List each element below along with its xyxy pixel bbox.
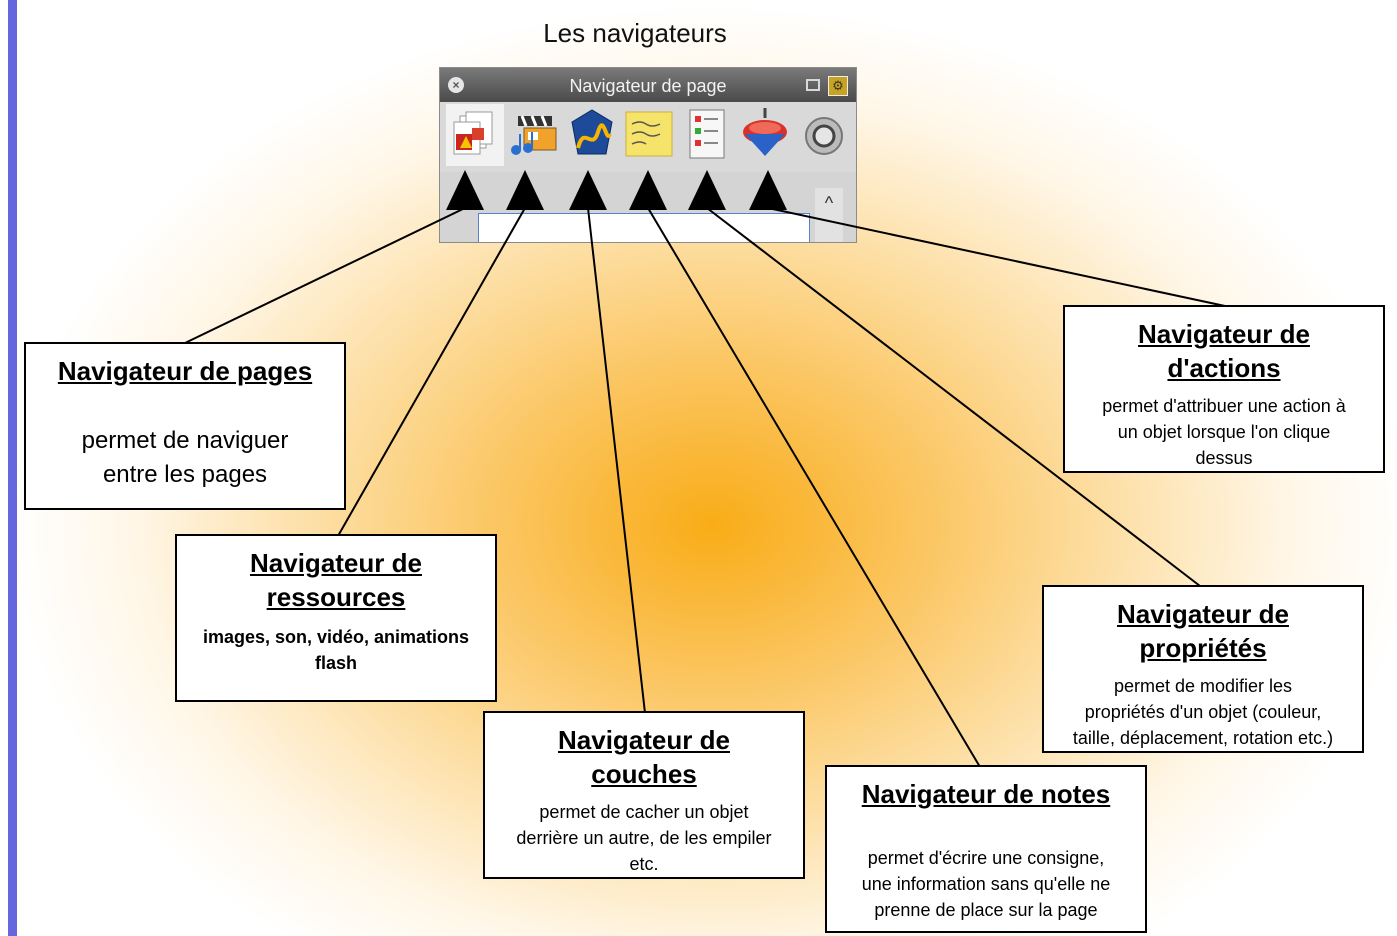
scroll-up-button[interactable]: ^ xyxy=(815,188,843,242)
arrow-actions xyxy=(749,170,787,210)
navigator-palette: × Navigateur de page ⚙ xyxy=(439,67,857,243)
box-layers-navigator: Navigateur de couches permet de cacher u… xyxy=(483,711,805,879)
box-description-line: entre les pages xyxy=(102,461,268,488)
box-properties-navigator: Navigateur de propriétés permet de modif… xyxy=(1042,585,1364,753)
palette-title: Navigateur de page xyxy=(569,76,727,96)
pin-icon[interactable]: ⚙ xyxy=(828,76,848,96)
pages-tab-icon[interactable] xyxy=(446,104,504,166)
box-resources-navigator: Navigateur de ressources images, son, vi… xyxy=(175,534,497,702)
left-accent-bar xyxy=(8,0,17,936)
box-description-line: permet d'attribuer une action à xyxy=(1102,396,1346,416)
box-description-line: prenne de place sur la page xyxy=(874,900,1098,920)
dock-icon[interactable] xyxy=(806,79,820,91)
arrow-properties xyxy=(688,170,726,210)
box-description-line: propriétés d'un objet (couleur, xyxy=(1084,702,1322,722)
box-description-line: permet de modifier les xyxy=(1113,676,1293,696)
palette-page-list[interactable] xyxy=(478,213,810,242)
box-title: Navigateur de notes xyxy=(861,779,1111,809)
box-title-line: couches xyxy=(591,759,697,789)
box-title-line: Navigateur de xyxy=(250,548,422,578)
box-description-line: permet de cacher un objet xyxy=(539,802,749,822)
arrow-pages xyxy=(446,170,484,210)
resources-tab-icon[interactable] xyxy=(504,104,562,166)
box-title-line: propriétés xyxy=(1139,633,1267,663)
box-notes-navigator: Navigateur de notes permet d'écrire une … xyxy=(825,765,1147,933)
box-description-line: derrière un autre, de les empiler xyxy=(516,828,772,848)
box-description-line: permet d'écrire une consigne, xyxy=(867,848,1105,868)
box-description-line: images, son, vidéo, animations xyxy=(202,627,470,647)
box-description-line: etc. xyxy=(629,854,659,874)
arrow-notes xyxy=(629,170,667,210)
box-description-line: une information sans qu'elle ne xyxy=(861,874,1111,894)
arrow-resources xyxy=(506,170,544,210)
box-description-line: dessus xyxy=(1195,448,1253,468)
box-title-line: Navigateur de xyxy=(1117,599,1289,629)
box-actions-navigator: Navigateur de d'actions permet d'attribu… xyxy=(1063,305,1385,473)
box-page-navigator: Navigateur de pages permet de naviguer e… xyxy=(24,342,346,510)
notes-tab-icon[interactable] xyxy=(620,104,678,166)
box-description-line: taille, déplacement, rotation etc.) xyxy=(1072,728,1334,748)
box-description-line: flash xyxy=(314,653,357,673)
palette-tabs xyxy=(440,102,856,172)
close-icon[interactable]: × xyxy=(448,77,464,93)
arrow-layers xyxy=(569,170,607,210)
box-title-line: Navigateur de xyxy=(558,725,730,755)
page-title: Les navigateurs xyxy=(543,18,727,48)
box-title: Navigateur de pages xyxy=(57,356,313,386)
actions-tab-icon[interactable] xyxy=(736,104,794,166)
box-title-line: Navigateur de xyxy=(1138,319,1310,349)
box-title-line: ressources xyxy=(266,582,406,612)
box-title-line: d'actions xyxy=(1167,353,1281,383)
box-description-line: permet de naviguer xyxy=(81,427,289,454)
box-description-line: un objet lorsque l'on clique xyxy=(1117,422,1331,442)
more-tab-icon[interactable] xyxy=(794,104,852,166)
layers-tab-icon[interactable] xyxy=(562,104,620,166)
palette-title-bar: × Navigateur de page ⚙ xyxy=(440,68,856,102)
properties-tab-icon[interactable] xyxy=(678,104,736,166)
